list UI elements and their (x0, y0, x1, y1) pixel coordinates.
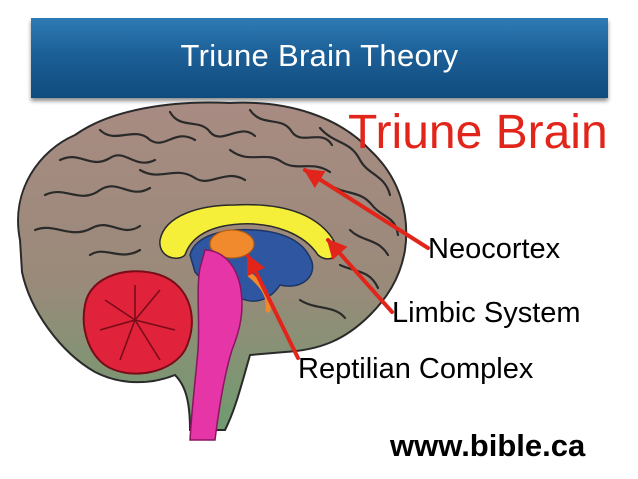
cerebellum-region (82, 270, 193, 375)
figure-heading: Triune Brain (348, 106, 608, 159)
brainstem-region (189, 249, 243, 441)
source-url: www.bible.ca (389, 428, 586, 463)
reptilian-arrow (246, 254, 300, 360)
neocortex-label: Neocortex (428, 233, 561, 265)
limbic-arrow (326, 238, 394, 314)
pointer-arrows (246, 168, 430, 360)
neocortex-arrow (303, 168, 430, 250)
slide-title-bar: Triune Brain Theory (31, 18, 608, 98)
slide-title: Triune Brain Theory (180, 38, 459, 73)
limbic-system-label: Limbic System (392, 297, 581, 329)
thalamus-shape (209, 229, 255, 259)
reptilian-complex-label: Reptilian Complex (298, 353, 534, 385)
